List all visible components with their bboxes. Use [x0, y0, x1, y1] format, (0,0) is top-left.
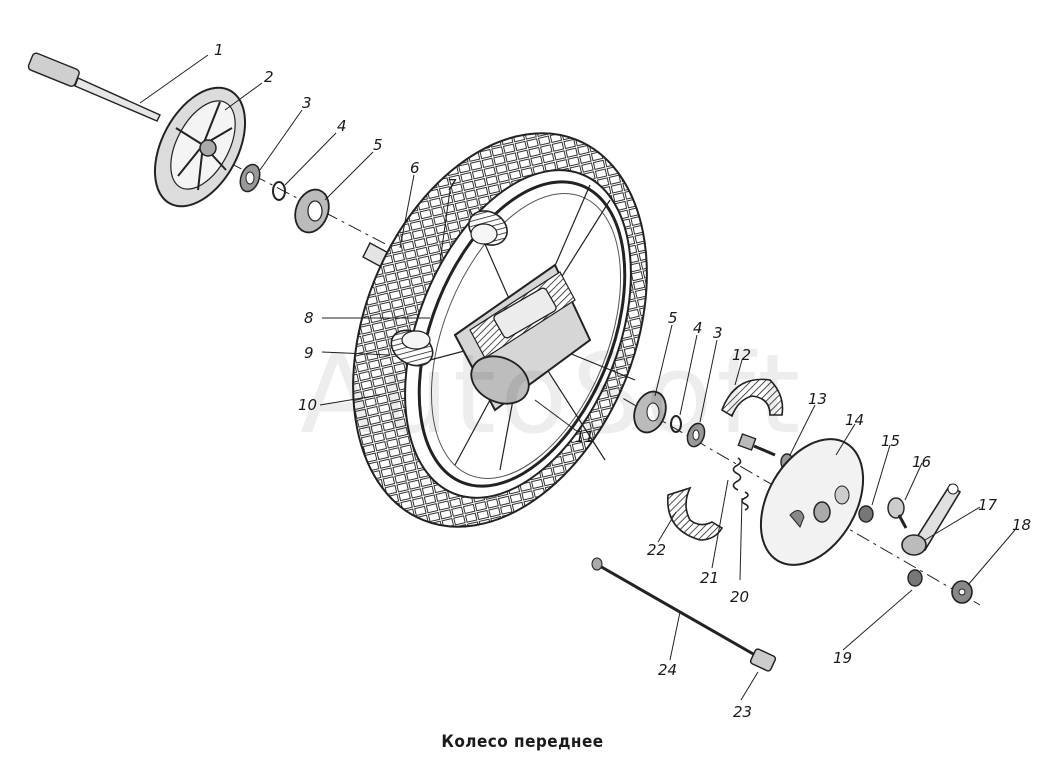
part-bearing-right — [633, 390, 667, 434]
callout-11: 11 — [575, 428, 594, 446]
callout-22: 22 — [647, 541, 666, 559]
callout-2: 2 — [264, 68, 274, 86]
part-hub — [453, 263, 592, 412]
callout-17: 17 — [978, 496, 998, 514]
callout-4: 4 — [337, 117, 347, 135]
callout-21: 21 — [700, 569, 719, 587]
callout-19: 19 — [833, 649, 852, 667]
part-adjuster-bolt — [737, 433, 776, 457]
part-cam-shaft — [887, 497, 908, 529]
callout-10: 10 — [298, 396, 317, 414]
callout-16: 16 — [912, 453, 931, 471]
part-brake-backing-plate — [759, 438, 865, 566]
part-ring-right — [670, 415, 682, 433]
callout-6: 6 — [410, 159, 420, 177]
part-washer-right — [686, 422, 706, 448]
callout-7: 7 — [447, 176, 457, 194]
part-axle — [27, 52, 161, 122]
part-rod-fork — [749, 648, 777, 672]
part-hub-flange-left — [153, 86, 247, 208]
callout-5: 5 — [373, 136, 383, 154]
part-nut-19 — [907, 569, 923, 587]
part-axle-nut — [951, 580, 973, 604]
callout-24: 24 — [658, 661, 677, 679]
part-brake-shoe-lower — [667, 486, 724, 541]
part-hub-bearing-lower — [390, 329, 434, 367]
part-brake-shoe-upper — [721, 378, 784, 418]
callout-numbers: 1 2 3 4 5 6 7 8 9 10 11 5 4 3 12 13 14 1… — [214, 41, 1031, 721]
part-hub-bearing-upper — [468, 210, 508, 246]
part-bearing-left — [294, 188, 330, 234]
callout-8: 8 — [304, 309, 314, 327]
callout-5b: 5 — [668, 309, 678, 327]
callout-1: 1 — [214, 41, 224, 59]
callout-14: 14 — [845, 411, 864, 429]
part-brake-lever — [901, 483, 962, 556]
part-return-spring — [732, 457, 749, 511]
callout-leaders — [139, 54, 1016, 701]
diagram-caption: Колесо переднее — [441, 732, 604, 752]
callout-9: 9 — [304, 344, 314, 362]
callout-13: 13 — [808, 390, 827, 408]
callout-15: 15 — [881, 432, 900, 450]
callout-12: 12 — [732, 346, 751, 364]
callout-4b: 4 — [693, 319, 703, 337]
part-washer-left — [239, 163, 261, 193]
callout-3: 3 — [302, 94, 312, 112]
callout-18: 18 — [1012, 516, 1031, 534]
part-brake-rod — [591, 557, 756, 657]
part-ring-left — [272, 181, 286, 201]
callout-23: 23 — [733, 703, 752, 721]
part-nut-15 — [858, 505, 874, 523]
callout-20: 20 — [730, 588, 749, 606]
callout-3b: 3 — [713, 324, 723, 342]
